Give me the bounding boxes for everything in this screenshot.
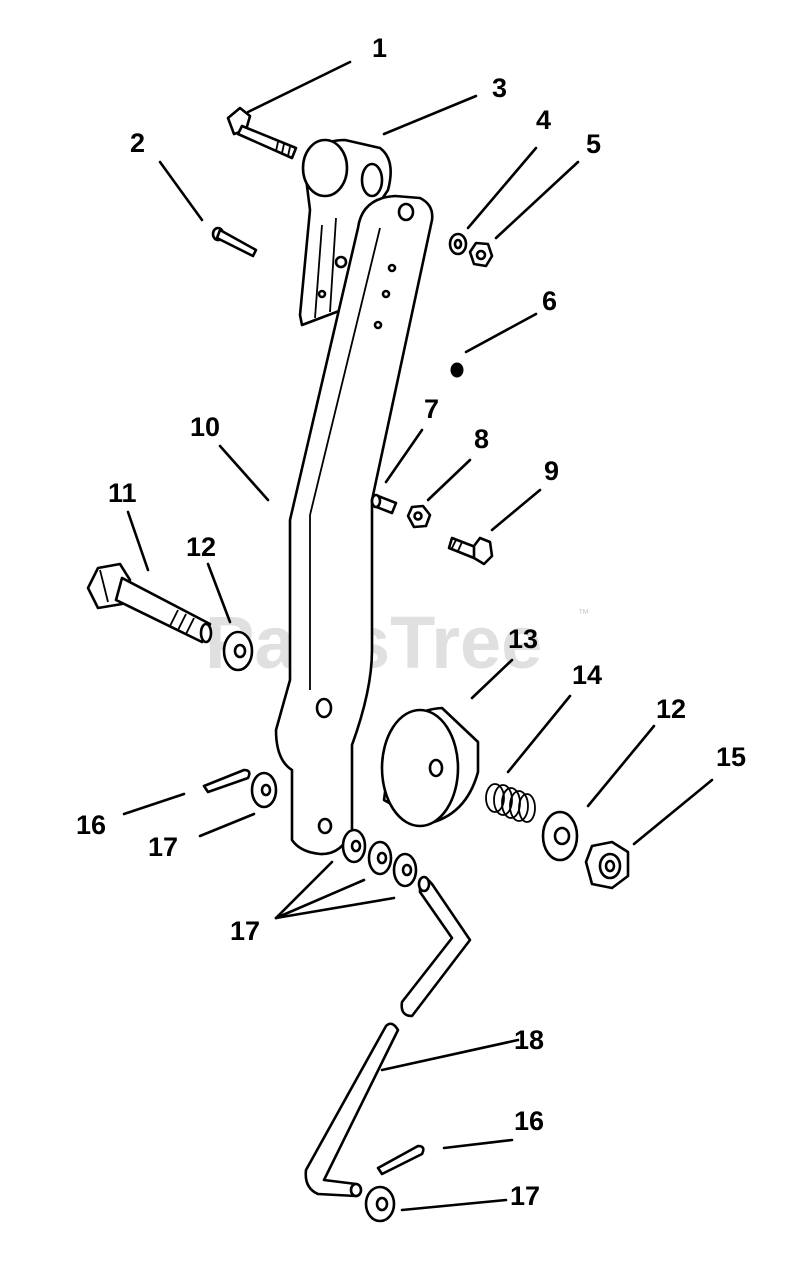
part-6-setscrew[interactable]: [450, 362, 464, 378]
part-10-lever-arm[interactable]: [274, 194, 434, 856]
part-11-large-bolt[interactable]: [86, 562, 213, 644]
callout-17c: 17: [510, 1181, 540, 1211]
callout-7: 7: [424, 394, 439, 424]
callout-6: 6: [542, 286, 557, 316]
callout-10: 10: [190, 412, 220, 442]
part-3-bracket[interactable]: [298, 138, 392, 327]
part-12-washer-a[interactable]: [222, 630, 254, 672]
callout-1: 1: [372, 33, 387, 63]
part-17-washer-group[interactable]: [341, 828, 418, 888]
callout-5: 5: [586, 129, 601, 159]
part-16-cotter-pin-b[interactable]: [376, 1144, 425, 1176]
part-1-bolt[interactable]: [226, 106, 298, 160]
callout-16a: 16: [76, 810, 106, 840]
leader-lines: [122, 60, 714, 1212]
callout-11: 11: [108, 478, 137, 508]
part-18-rod-lower[interactable]: [304, 1022, 400, 1198]
callout-14: 14: [572, 660, 602, 690]
part-16-cotter-pin-a[interactable]: [202, 768, 251, 794]
part-13-disc[interactable]: [380, 706, 480, 828]
callout-16b: 16: [514, 1106, 544, 1136]
callout-12b: 12: [656, 694, 686, 724]
watermark-trademark: ™: [578, 608, 589, 620]
callout-15: 15: [716, 742, 746, 772]
part-15-lock-nut[interactable]: [584, 840, 630, 890]
part-17-washer-a[interactable]: [250, 771, 278, 809]
callout-17b: 17: [230, 916, 260, 946]
callout-17a: 17: [148, 832, 178, 862]
part-5-nut[interactable]: [468, 241, 494, 268]
part-12-washer-b[interactable]: [541, 810, 579, 862]
callout-9: 9: [544, 456, 559, 486]
callout-8: 8: [474, 424, 489, 454]
part-7-dowel-pin[interactable]: [370, 493, 398, 515]
part-17-washer-c[interactable]: [364, 1185, 396, 1223]
part-14-spring[interactable]: [485, 783, 536, 823]
part-18-rod-upper[interactable]: [400, 875, 472, 1018]
watermark-text: PartsTree: [205, 601, 542, 684]
callout-2: 2: [130, 128, 145, 158]
callout-12a: 12: [186, 532, 216, 562]
callout-3: 3: [492, 73, 507, 103]
part-2-pin[interactable]: [211, 226, 258, 258]
callout-13: 13: [508, 624, 538, 654]
part-9-bolt[interactable]: [447, 536, 494, 566]
part-4-washer[interactable]: [448, 232, 468, 256]
part-8-nut[interactable]: [406, 504, 432, 529]
callout-18: 18: [514, 1025, 544, 1055]
callout-4: 4: [536, 105, 551, 135]
